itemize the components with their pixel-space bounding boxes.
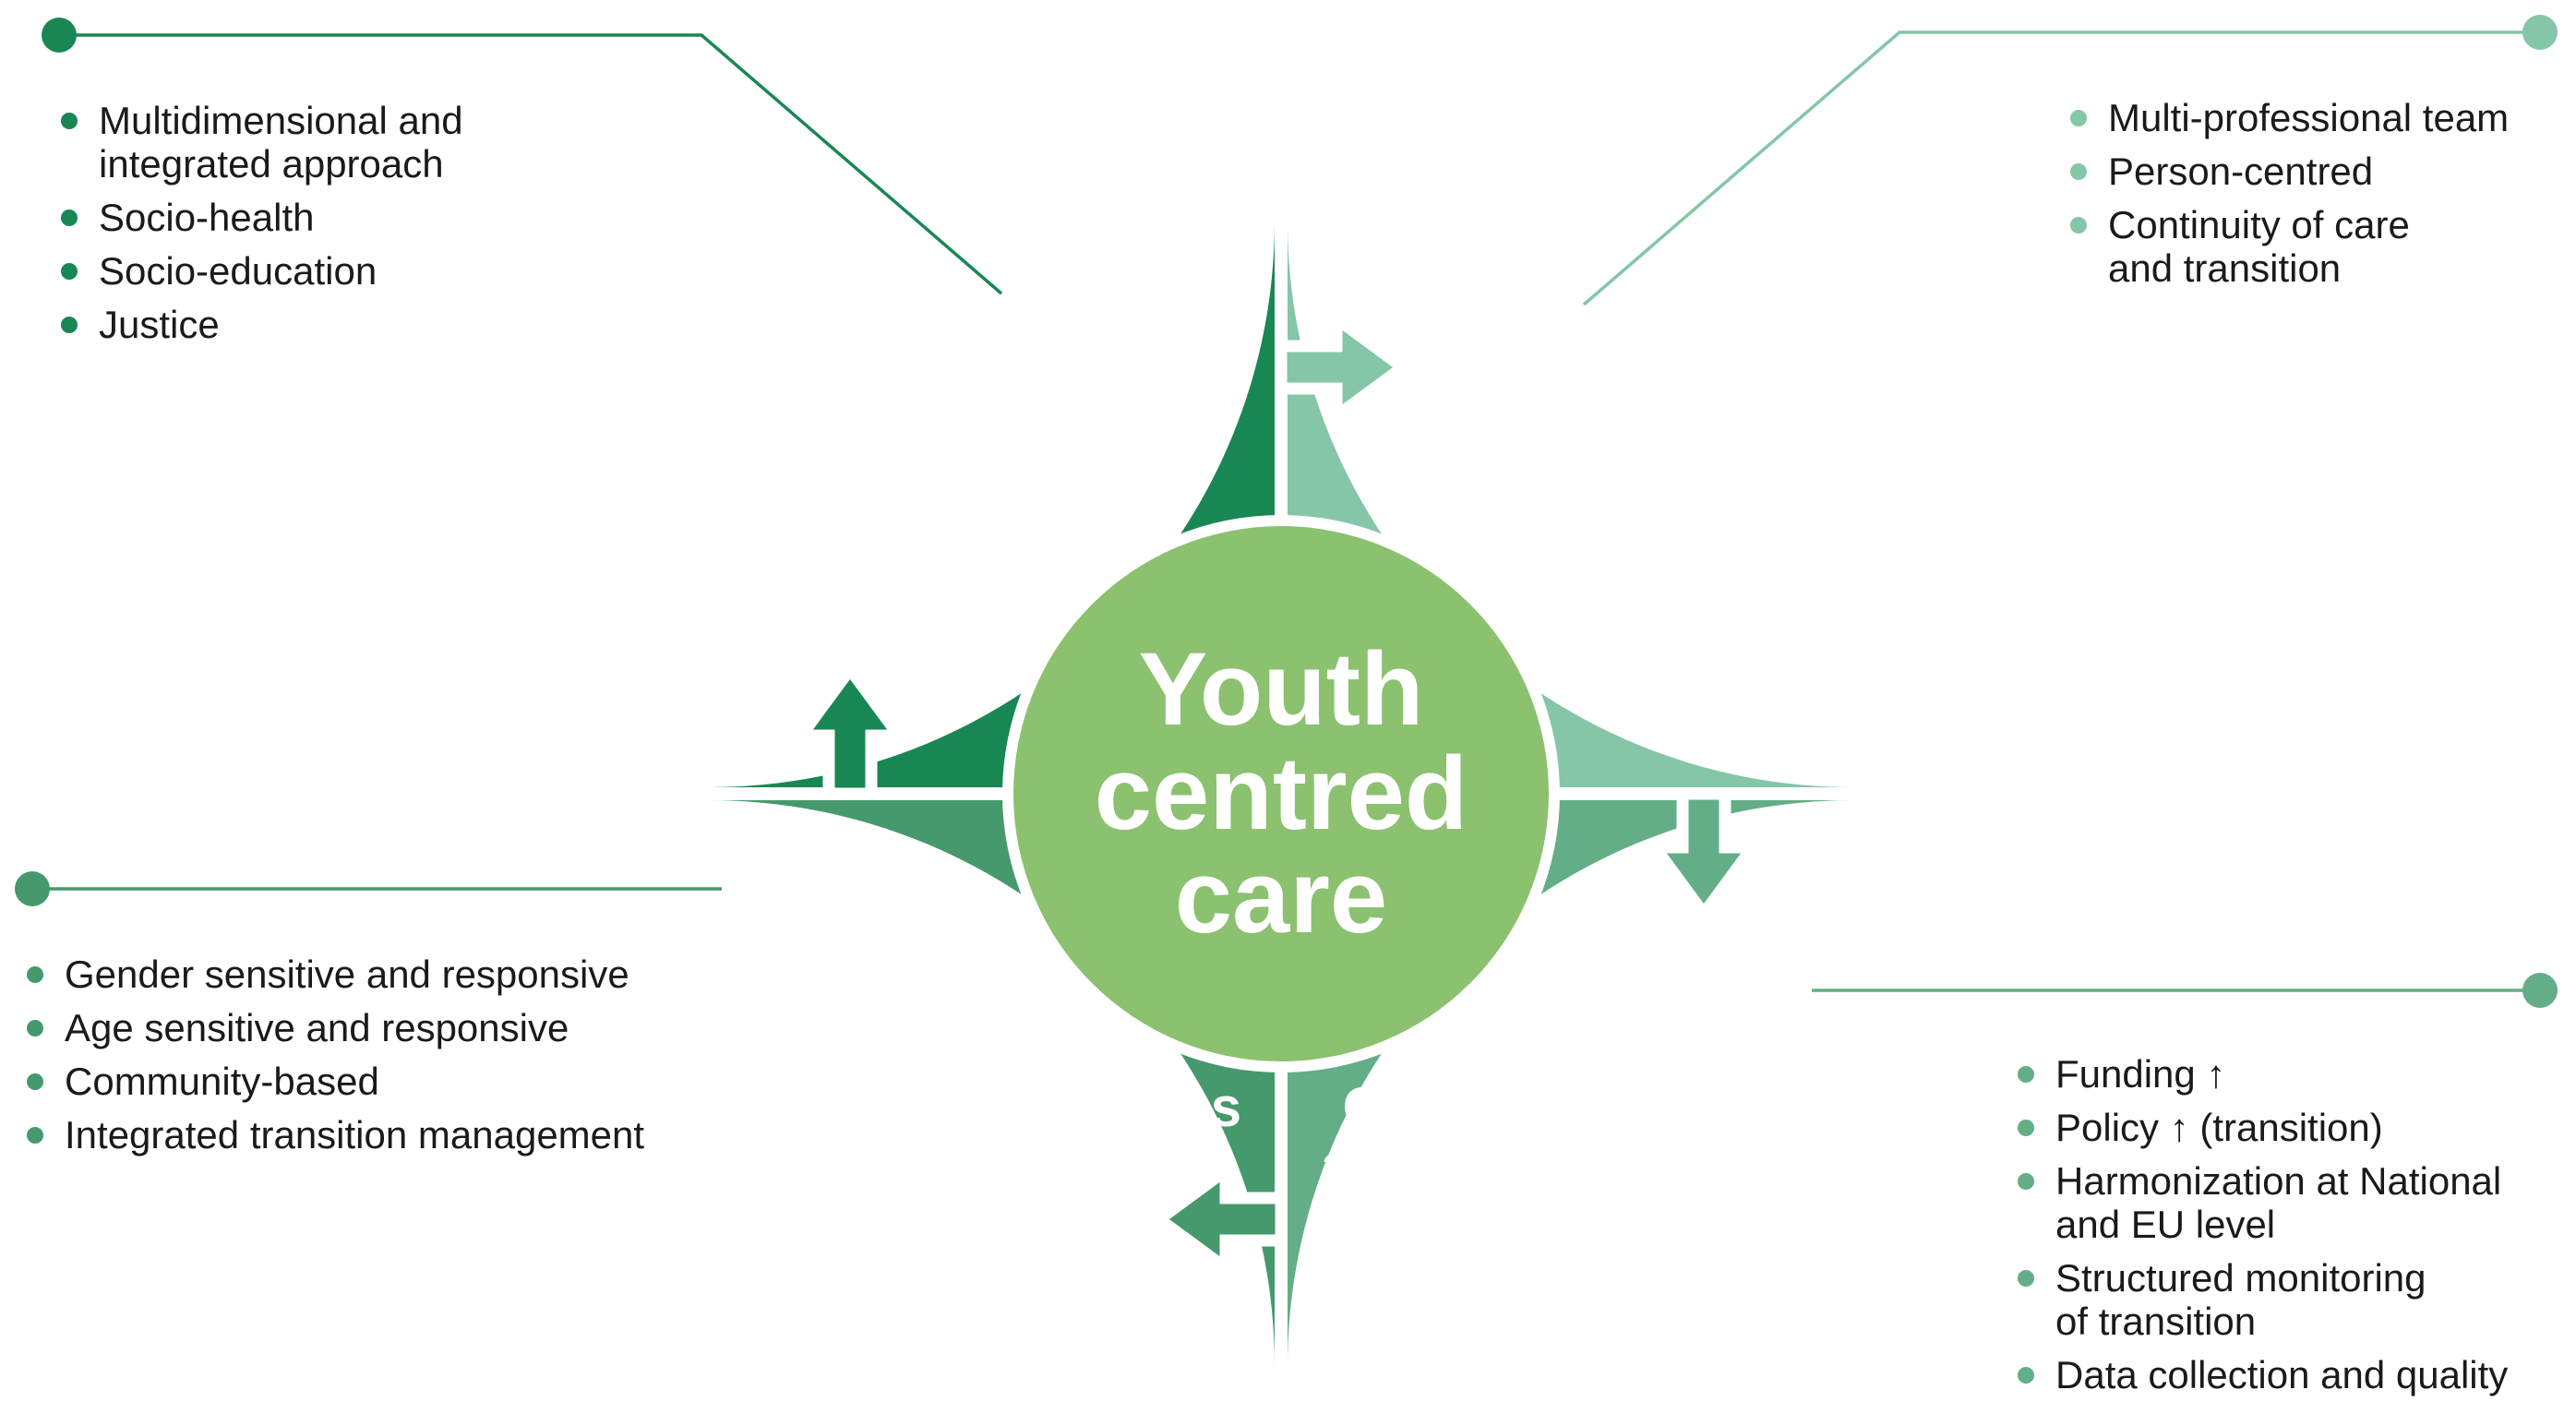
segment-label-referral: Referral bbox=[1480, 469, 1690, 531]
governance-item-4: Data collection and quality bbox=[2055, 1353, 2508, 1396]
segment-label-assessment: Assessment bbox=[824, 469, 1151, 531]
referral-item-2: Continuity of care bbox=[2108, 203, 2410, 246]
assessment-item-0: Multidimensional and bbox=[99, 99, 463, 142]
center-circle-fill bbox=[1013, 526, 1549, 1061]
governance-item-0: Funding ↑ bbox=[2055, 1052, 2225, 1096]
health-item-2: Community-based bbox=[65, 1060, 379, 1103]
connector-referral-dot bbox=[2522, 15, 2558, 50]
arrow-referral-to-governance bbox=[1643, 787, 1765, 924]
health-item-0: Gender sensitive and responsive bbox=[65, 953, 629, 996]
governance-item-3-line-2: of transition bbox=[2055, 1300, 2256, 1343]
connector-governance-dot bbox=[2522, 973, 2558, 1008]
governance-item-1: Policy ↑ (transition) bbox=[2055, 1106, 2383, 1149]
arrow-governance-to-health bbox=[1149, 1158, 1288, 1280]
referral-list: Multi-professional teamPerson-centredCon… bbox=[2070, 96, 2509, 290]
connector-health-dot bbox=[15, 871, 50, 906]
assessment-item-3: Justice bbox=[99, 303, 220, 346]
segment-label-health-services: Health services bbox=[835, 1076, 1241, 1138]
flow-arrows bbox=[789, 306, 1765, 1280]
governance-bullet-4 bbox=[2018, 1367, 2034, 1384]
health-bullet-1 bbox=[27, 1020, 43, 1037]
segment-label-governance-line-2: and Research bbox=[1321, 1133, 1684, 1195]
governance-bullet-2 bbox=[2018, 1173, 2034, 1190]
center-title-line-2: centred bbox=[1095, 736, 1468, 851]
governance-item-2: Harmonization at National bbox=[2055, 1159, 2501, 1203]
center-title-line-3: care bbox=[1175, 839, 1387, 954]
health-bullet-2 bbox=[27, 1073, 43, 1090]
connector-assessment-dot bbox=[42, 18, 77, 53]
connector-lines bbox=[15, 15, 2558, 1008]
referral-bullet-1 bbox=[2070, 163, 2087, 180]
assessment-item-2: Socio-education bbox=[99, 249, 377, 293]
assessment-item-0-line-2: integrated approach bbox=[99, 142, 444, 186]
governance-list: Funding ↑ Policy ↑ (transition) Harmonizat… bbox=[2018, 1052, 2508, 1396]
referral-bullet-0 bbox=[2070, 110, 2087, 126]
governance-item-2-line-2: and EU level bbox=[2055, 1203, 2275, 1246]
health-bullet-0 bbox=[27, 966, 43, 983]
assessment-bullet-0 bbox=[61, 113, 78, 129]
assessment-bullet-2 bbox=[61, 263, 78, 280]
assessment-bullet-3 bbox=[61, 317, 78, 333]
referral-item-2-line-2: and transition bbox=[2108, 246, 2341, 290]
connector-assessment bbox=[59, 33, 1003, 295]
health-bullet-3 bbox=[27, 1127, 43, 1144]
health-item-1: Age sensitive and responsive bbox=[65, 1006, 569, 1049]
governance-bullet-0 bbox=[2018, 1066, 2034, 1083]
referral-item-1: Person-centred bbox=[2108, 150, 2373, 193]
assessment-item-1: Socio-health bbox=[99, 196, 314, 239]
segment-label-governance-line-1: Governance bbox=[1343, 1076, 1663, 1138]
assessment-bullet-1 bbox=[61, 210, 78, 226]
referral-bullet-2 bbox=[2070, 217, 2087, 234]
arrow-health-to-assessment bbox=[789, 659, 911, 800]
governance-bullet-1 bbox=[2018, 1120, 2034, 1136]
connector-referral bbox=[1582, 30, 2540, 306]
governance-item-3: Structured monitoring bbox=[2055, 1256, 2426, 1300]
arrow-assessment-to-referral bbox=[1275, 306, 1413, 428]
governance-bullet-3 bbox=[2018, 1270, 2034, 1287]
health-item-3: Integrated transition management bbox=[65, 1113, 644, 1156]
center-title-line-1: Youth bbox=[1139, 631, 1424, 747]
referral-item-0: Multi-professional team bbox=[2108, 96, 2509, 139]
